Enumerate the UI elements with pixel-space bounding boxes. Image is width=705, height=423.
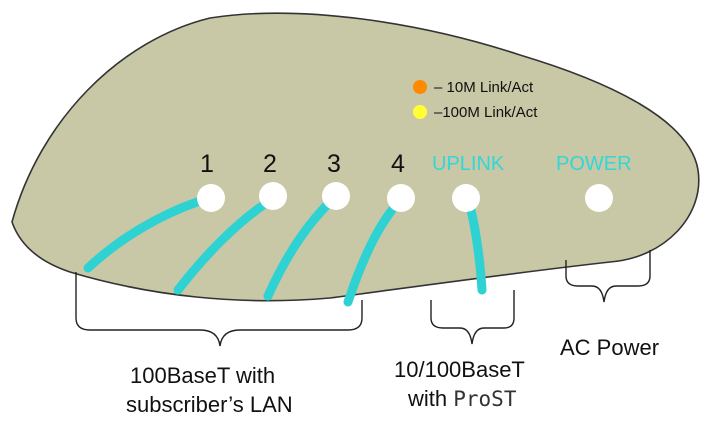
- port-led-4: [387, 184, 415, 212]
- port-led-1: [197, 184, 225, 212]
- caption-uplink-with: with: [407, 386, 453, 411]
- bracket-lan: [75, 272, 363, 347]
- cable-uplink: [465, 201, 487, 295]
- legend-text-10m: – 10M Link/Act: [434, 79, 534, 96]
- port-led-3: [322, 182, 350, 210]
- caption-uplink-line1: 10/100BaseT: [394, 357, 525, 382]
- port-label-1: 1: [200, 150, 214, 178]
- port-led-2: [259, 182, 287, 210]
- device-front-panel: [11, 12, 700, 302]
- port-led-uplink: [452, 184, 480, 212]
- cable-port-3: [263, 201, 331, 301]
- caption-lan-line2: subscriber’s LAN: [126, 392, 293, 417]
- port-leds: [197, 182, 613, 212]
- cables: [83, 197, 487, 307]
- port-label-4: 4: [391, 150, 405, 178]
- port-label-power: POWER: [556, 153, 632, 175]
- port-labels: 1 2 3 4 UPLINK POWER: [200, 150, 632, 178]
- port-label-2: 2: [263, 150, 277, 178]
- led-legend: – 10M Link/Act –100M Link/Act: [413, 79, 538, 121]
- caption-uplink-line2: with ProST: [407, 386, 517, 411]
- power-led: [585, 184, 613, 212]
- cable-port-1: [83, 197, 202, 273]
- caption-uplink-product: ProST: [453, 387, 517, 411]
- caption-lan-line1: 100BaseT with: [130, 363, 275, 388]
- caption-power: AC Power: [560, 335, 659, 360]
- cable-port-2: [173, 201, 267, 295]
- port-label-3: 3: [327, 150, 341, 178]
- legend-dot-100m: [413, 105, 427, 119]
- port-label-uplink: UPLINK: [432, 153, 505, 175]
- legend-dot-10m: [413, 80, 427, 94]
- legend-text-100m: –100M Link/Act: [434, 104, 538, 121]
- bracket-power: [565, 250, 651, 303]
- captions: 100BaseT with subscriber’s LAN 10/100Bas…: [126, 335, 659, 417]
- cable-port-4: [343, 205, 397, 307]
- bracket-uplink: [430, 290, 515, 345]
